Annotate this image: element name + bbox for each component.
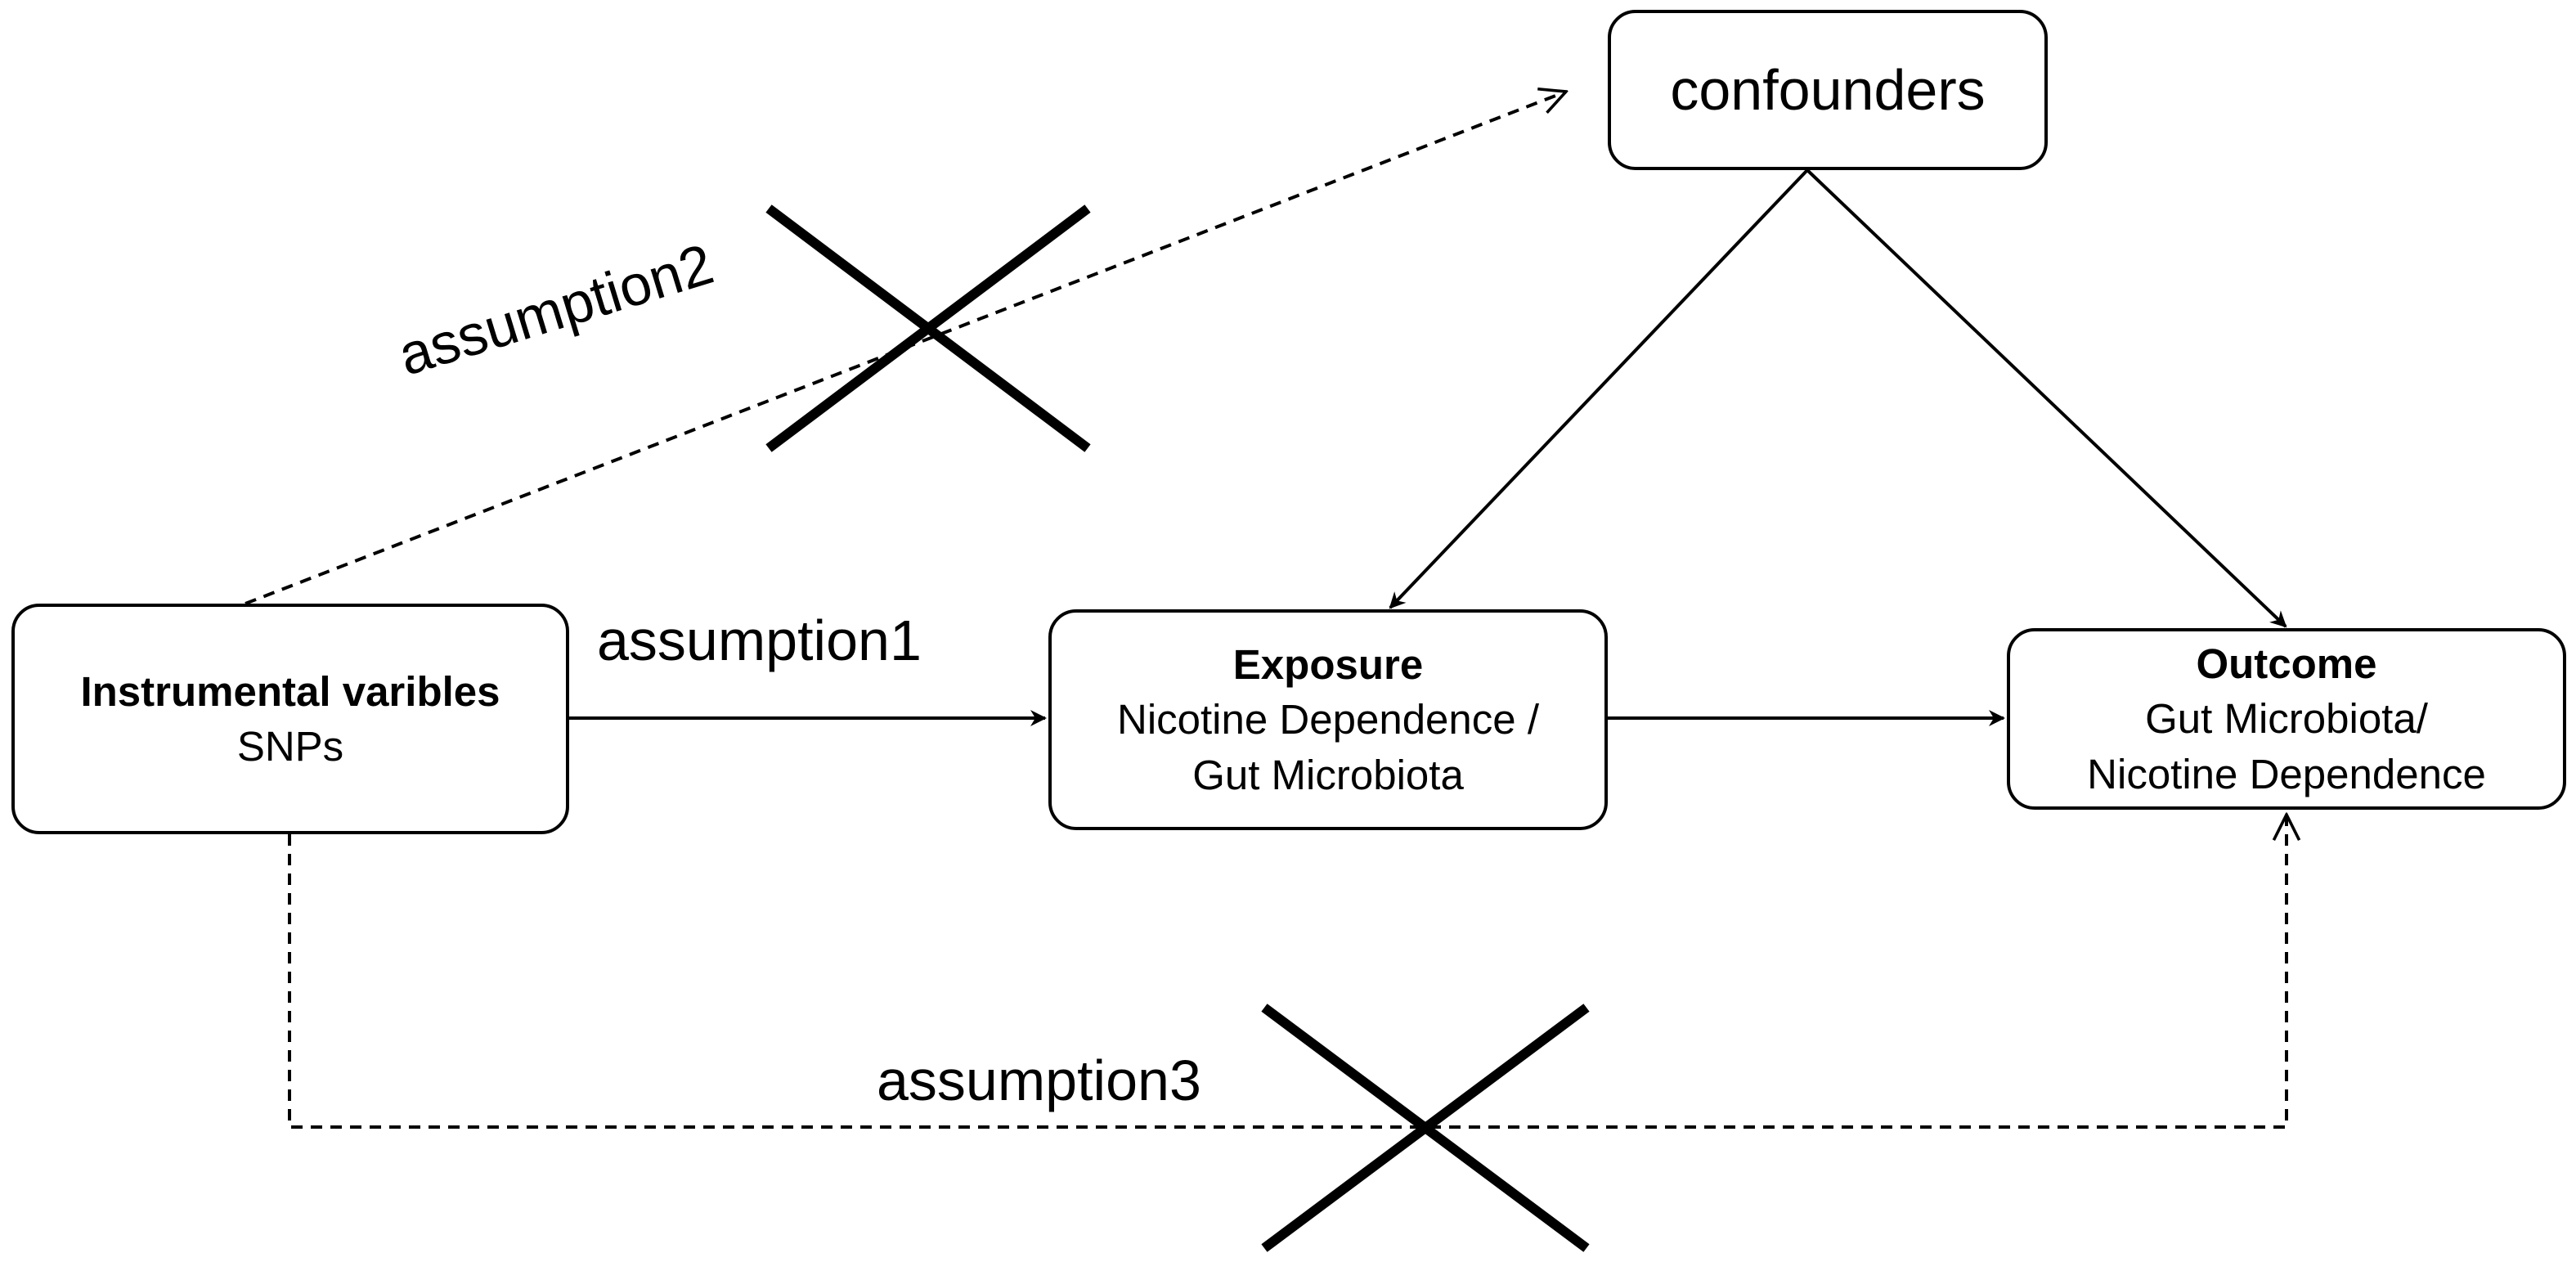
node-confounders: confounders xyxy=(1608,10,2048,170)
edge-iv-to-outcome xyxy=(288,815,2287,1129)
node-outcome-line2: Nicotine Dependence xyxy=(2087,750,2486,797)
node-exposure-title: Exposure xyxy=(1232,641,1424,689)
node-exposure-line2: Gut Microbiota xyxy=(1192,751,1464,798)
node-iv-subtitle: SNPs xyxy=(236,723,344,770)
node-exposure: Exposure Nicotine Dependence / Gut Micro… xyxy=(1048,609,1608,830)
cross-mark-assumption3 xyxy=(1261,1004,1590,1252)
node-iv-title: Instrumental varibles xyxy=(80,667,500,715)
node-confounders-title: confounders xyxy=(1670,57,1986,122)
node-outcome-line1: Gut Microbiota/ xyxy=(2145,695,2428,743)
cross-mark-assumption2 xyxy=(765,204,1091,452)
label-assumption3: assumption3 xyxy=(877,1049,1201,1112)
edge-confounders-to-outcome xyxy=(1806,168,2287,628)
node-outcome-title: Outcome xyxy=(2196,640,2377,688)
edge-confounders-to-exposure xyxy=(1389,168,1809,609)
label-assumption1: assumption1 xyxy=(597,609,922,672)
node-instrumental-variables: Instrumental varibles SNPs xyxy=(11,604,569,834)
node-outcome: Outcome Gut Microbiota/ Nicotine Depende… xyxy=(2007,628,2566,810)
node-exposure-line1: Nicotine Dependence / xyxy=(1116,696,1539,743)
